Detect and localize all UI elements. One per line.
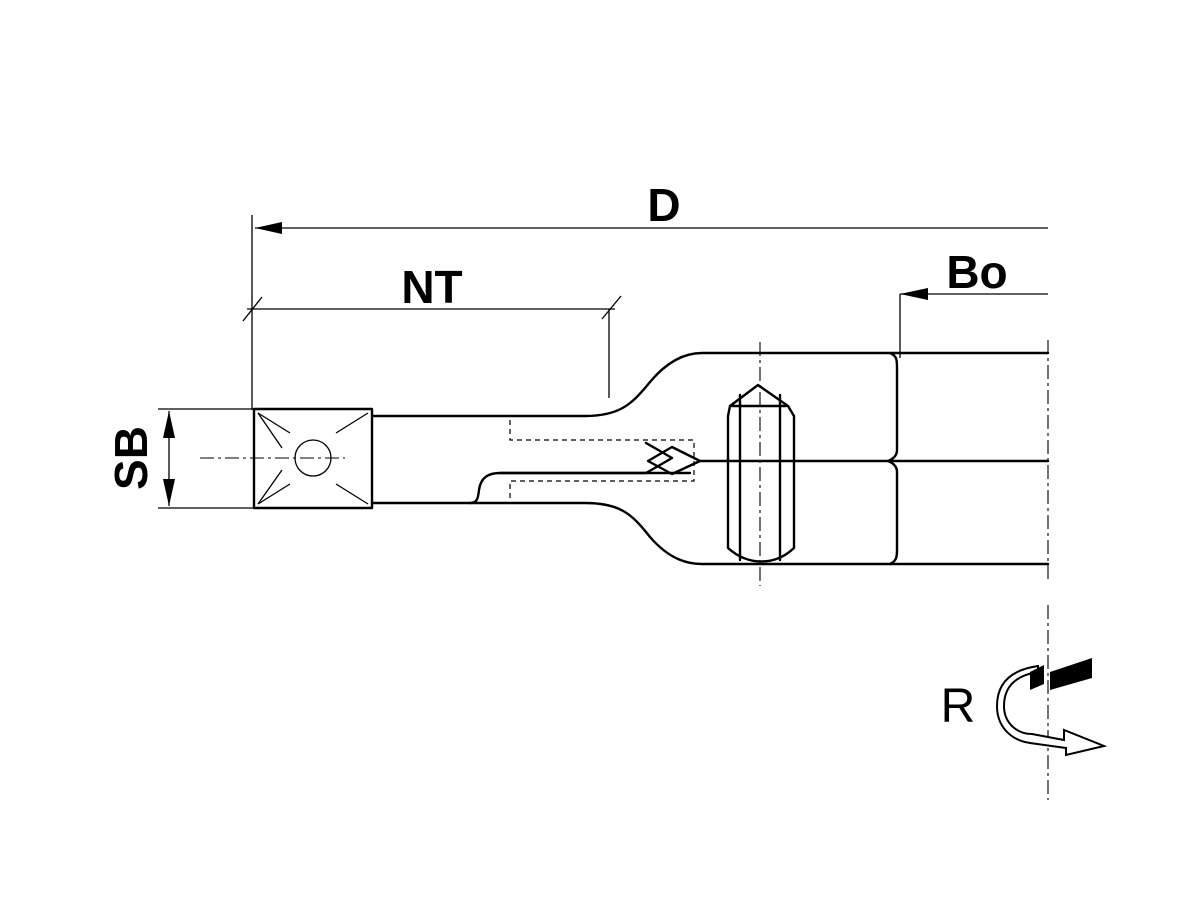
bo-arrowhead — [900, 288, 928, 300]
gullet-inner — [498, 441, 674, 475]
clamp-wedge — [646, 445, 702, 476]
insert-facet-6 — [335, 483, 369, 505]
tool-gullet — [370, 471, 692, 505]
hidden-lines — [509, 420, 695, 500]
sb-label: SB — [105, 426, 157, 490]
tool-bottom-arm — [468, 501, 1050, 566]
dimension-bo: Bo — [899, 246, 1048, 358]
insert-facet — [257, 412, 291, 434]
tool-top-arm — [370, 351, 1050, 418]
tool-body — [370, 340, 1050, 580]
insert-facet-3 — [257, 483, 291, 505]
rotation-tooth-small — [1030, 665, 1044, 690]
dimension-d: D — [251, 179, 1048, 410]
sb-arrowhead-top — [163, 411, 175, 438]
bore-boundary — [886, 351, 899, 566]
dimension-sb: SB — [105, 408, 254, 509]
rotation-indicator: R — [941, 605, 1108, 800]
rotation-tooth — [1050, 658, 1092, 690]
insert-facet-2 — [257, 412, 283, 449]
rotation-arrow — [995, 664, 1108, 757]
sb-arrowhead-bottom — [163, 479, 175, 506]
nt-tick-left — [242, 296, 263, 322]
nt-label: NT — [401, 261, 462, 313]
bo-label: Bo — [946, 246, 1007, 298]
cutting-insert — [200, 407, 374, 510]
insert-facet-5 — [335, 412, 369, 434]
d-label: D — [647, 179, 680, 231]
nt-tick-right — [601, 295, 622, 320]
screw-body — [726, 383, 796, 563]
d-arrowhead — [255, 222, 282, 234]
insert-facet-4 — [257, 469, 283, 505]
dimension-nt: NT — [242, 261, 622, 398]
rotation-label: R — [941, 680, 976, 733]
clamp-screw — [726, 342, 796, 586]
